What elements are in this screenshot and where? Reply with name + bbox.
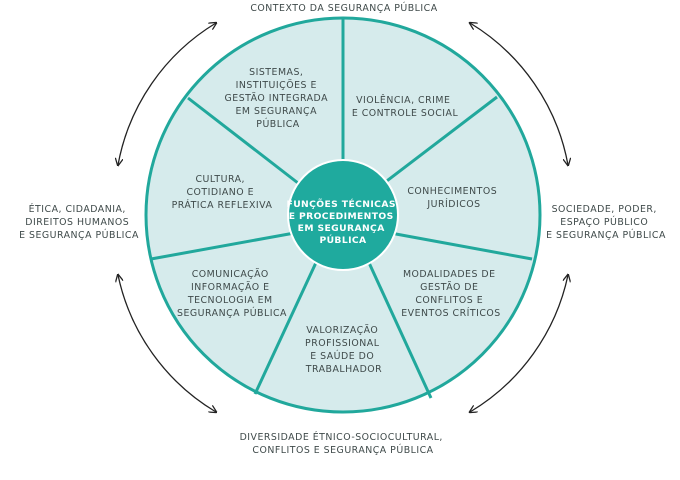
double-arrow-bottom-right-icon (470, 275, 568, 412)
label-line: CONTEXTO DA SEGURANÇA PÚBLICA (250, 2, 437, 14)
segment-line: COTIDIANO E (186, 187, 254, 198)
segment-line: CULTURA, (196, 174, 245, 185)
divider-line (384, 230, 533, 261)
segment-label-violencia: VIOLÊNCIA, CRIME E CONTROLE SOCIAL (352, 94, 459, 119)
segment-line: SEGURANÇA PÚBLICA (177, 307, 287, 319)
segment-line: E SAÚDE DO (310, 350, 374, 362)
label-line: E SEGURANÇA PÚBLICA (546, 229, 666, 241)
segment-line: CONHECIMENTOS (407, 186, 497, 197)
segment-line: PRÁTICA REFLEXIVA (172, 199, 273, 211)
segment-line: TRABALHADOR (305, 364, 382, 375)
segment-line: VIOLÊNCIA, CRIME (356, 94, 450, 106)
segment-label-sistemas: SISTEMAS, INSTITUIÇÕES E GESTÃO INTEGRAD… (225, 67, 332, 130)
label-line: CONFLITOS E SEGURANÇA PÚBLICA (252, 444, 433, 456)
label-line: DIREITOS HUMANOS (25, 217, 129, 228)
center-line: EM SEGURANÇA (298, 223, 386, 234)
double-arrow-top-right-icon (470, 23, 568, 165)
center-line: PÚBLICA (319, 234, 367, 246)
outer-label-bottom: DIVERSIDADE ÉTNICO-SOCIOCULTURAL, CONFLI… (240, 431, 447, 456)
segment-line: TECNOLOGIA EM (187, 295, 273, 306)
segment-line: E CONTROLE SOCIAL (352, 108, 459, 119)
outer-label-left: ÉTICA, CIDADANIA, DIREITOS HUMANOS E SEG… (19, 203, 139, 241)
double-arrow-bottom-left-icon (118, 275, 216, 412)
segment-line: SISTEMAS, (249, 67, 303, 78)
segment-line: INFORMAÇÃO E (191, 282, 269, 293)
divider-line (253, 253, 322, 395)
segment-line: GESTÃO DE (420, 282, 478, 293)
segment-line: VALORIZAÇÃO (306, 325, 378, 336)
center-hub (287, 159, 399, 271)
segment-line: PROFISSIONAL (305, 338, 380, 349)
label-line: E SEGURANÇA PÚBLICA (19, 229, 139, 241)
label-line: SOCIEDADE, PODER, (552, 204, 657, 215)
segment-line: MODALIDADES DE (403, 269, 496, 280)
center-line: E PROCEDIMENTOS (289, 211, 394, 222)
label-line: ESPAÇO PÚBLICO (560, 216, 648, 228)
segment-label-cultura: CULTURA, COTIDIANO E PRÁTICA REFLEXIVA (172, 174, 273, 211)
double-arrows (118, 23, 568, 412)
segment-line: COMUNICAÇÃO (192, 269, 269, 280)
segment-line: EM SEGURANÇA (236, 106, 318, 117)
outer-label-right: SOCIEDADE, PODER, ESPAÇO PÚBLICO E SEGUR… (546, 204, 666, 241)
segment-line: PÚBLICA (256, 118, 299, 130)
label-line: ÉTICA, CIDADANIA, (29, 203, 126, 215)
double-arrow-top-left-icon (118, 23, 216, 165)
center-line: FUNÇÕES TÉCNICAS (287, 198, 396, 210)
segment-line: EVENTOS CRÍTICOS (401, 307, 501, 319)
segment-line: CONFLITOS E (415, 295, 483, 306)
segment-line: JURÍDICOS (426, 198, 480, 210)
segment-label-conhecimentos: CONHECIMENTOS JURÍDICOS (407, 186, 500, 210)
divider-line (150, 230, 301, 261)
segment-line: INSTITUIÇÕES E (236, 79, 317, 91)
segment-label-modalidades: MODALIDADES DE GESTÃO DE CONFLITOS E EVE… (401, 269, 501, 319)
label-line: DIVERSIDADE ÉTNICO-SOCIOCULTURAL, (240, 431, 443, 443)
segment-label-valorizacao: VALORIZAÇÃO PROFISSIONAL E SAÚDE DO TRAB… (305, 325, 383, 375)
center-title: FUNÇÕES TÉCNICAS E PROCEDIMENTOS EM SEGU… (287, 198, 400, 246)
segment-line: GESTÃO INTEGRADA (225, 93, 329, 104)
outer-label-top: CONTEXTO DA SEGURANÇA PÚBLICA (250, 2, 437, 14)
segment-label-comunicacao: COMUNICAÇÃO INFORMAÇÃO E TECNOLOGIA EM S… (177, 269, 287, 319)
divider-line (363, 253, 433, 399)
